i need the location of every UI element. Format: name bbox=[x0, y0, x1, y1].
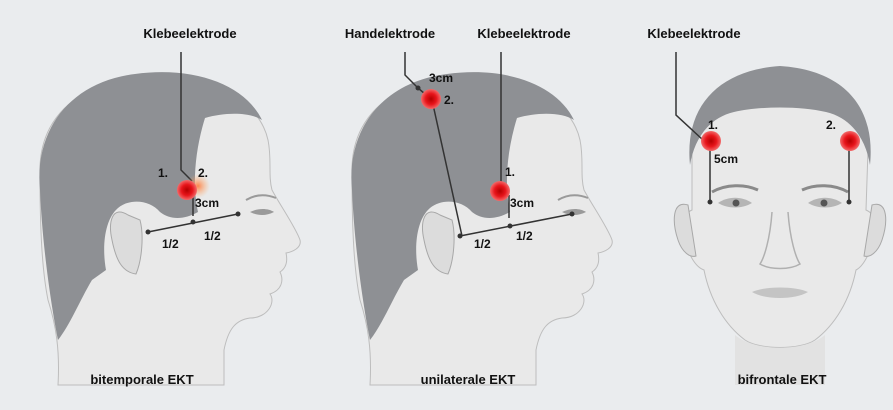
vertex-point-2 bbox=[416, 86, 421, 91]
tragus-point-1 bbox=[146, 230, 151, 235]
pupil-right-3 bbox=[821, 200, 828, 207]
pupil-point-left-3 bbox=[708, 200, 713, 205]
electrode-left-3 bbox=[701, 131, 721, 151]
half-label-1-a: 1/2 bbox=[162, 237, 179, 251]
panel-bifrontal bbox=[674, 52, 885, 385]
electrode-adhesive-2 bbox=[490, 181, 510, 201]
point-label-3-1: 1. bbox=[708, 118, 718, 132]
midpoint-1 bbox=[191, 220, 196, 225]
electrode-1 bbox=[177, 180, 197, 200]
half-label-2-b: 1/2 bbox=[516, 229, 533, 243]
top-label-handelektrode: Handelektrode bbox=[345, 26, 435, 41]
point-label-2-2: 2. bbox=[444, 93, 454, 107]
panel-unilateral bbox=[351, 52, 612, 385]
electrode-hand bbox=[421, 89, 441, 109]
half-label-1-b: 1/2 bbox=[204, 229, 221, 243]
top-label-klebeelektrode-2: Klebeelektrode bbox=[477, 26, 570, 41]
midpoint-2 bbox=[508, 224, 513, 229]
point-label-1-1: 1. bbox=[158, 166, 168, 180]
canthus-point-2 bbox=[570, 212, 575, 217]
measure-label-1: 3cm bbox=[195, 196, 219, 210]
pupil-left-3 bbox=[733, 200, 740, 207]
measure-label-top-2: 3cm bbox=[429, 71, 453, 85]
caption-unilateral: unilaterale EKT bbox=[421, 372, 516, 387]
measure-label-2: 3cm bbox=[510, 196, 534, 210]
panel-bitemporal bbox=[39, 52, 300, 385]
caption-bifrontal: bifrontale EKT bbox=[738, 372, 827, 387]
point-label-2-1: 1. bbox=[505, 165, 515, 179]
point-label-1-2: 2. bbox=[198, 166, 208, 180]
canthus-point-1 bbox=[236, 212, 241, 217]
pupil-point-right-3 bbox=[847, 200, 852, 205]
measure-label-3: 5cm bbox=[714, 152, 738, 166]
caption-bitemporal: bitemporale EKT bbox=[90, 372, 193, 387]
tragus-point-2 bbox=[458, 234, 463, 239]
top-label-klebeelektrode-1: Klebeelektrode bbox=[143, 26, 236, 41]
half-label-2-a: 1/2 bbox=[474, 237, 491, 251]
top-label-klebeelektrode-3: Klebeelektrode bbox=[647, 26, 740, 41]
point-label-3-2: 2. bbox=[826, 118, 836, 132]
electrode-right-3 bbox=[840, 131, 860, 151]
